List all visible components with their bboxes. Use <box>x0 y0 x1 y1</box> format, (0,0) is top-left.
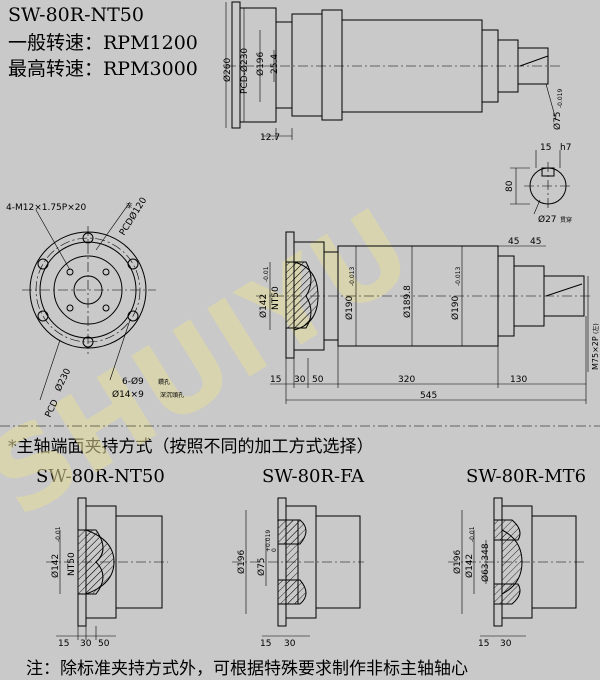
dim-260: Ø260 <box>222 57 233 82</box>
counterbore-label: 深沉頭孔 <box>160 391 184 399</box>
watermark-text: SHUIYU <box>0 184 433 542</box>
dim-196: Ø196 <box>255 51 266 76</box>
tap-depth: 深 <box>126 202 132 210</box>
dim-15: 15 <box>540 143 551 153</box>
footer-note: 注：除标准夹持方式外，可根据特殊要求制作非标主轴轴心 <box>26 659 468 679</box>
mt6-dim-142-tol: -0.01 <box>469 526 476 542</box>
fa-dim-75-tol-low: 0 <box>271 548 278 552</box>
nt50-dim-142: Ø142 <box>50 554 61 578</box>
dim-27: Ø27 <box>538 214 557 225</box>
side-dim-190b: Ø190 <box>450 295 461 320</box>
nt50-label: NT50 <box>67 552 77 576</box>
pcd-120: PCDØ120 <box>117 195 149 237</box>
fa-dim-30: 30 <box>284 639 296 649</box>
mt6-dim-63: Ø63.348 <box>480 543 491 582</box>
clamping-mt6: Ø196 Ø142 -0.01 Ø63.348 15 30 <box>448 497 584 649</box>
nt50-dim-15: 15 <box>58 639 69 649</box>
side-dim-189-8: Ø189.8 <box>402 285 413 318</box>
fa-dim-75-tol: +0.019 <box>265 530 272 552</box>
clamping-nt50: Ø142 -0.01 NT50 15 30 50 <box>46 497 168 649</box>
side-dim-190b-tol: -0.013 <box>455 266 462 286</box>
dim-75-tol: -0.019 <box>557 88 564 108</box>
side-dim-45b: 45 <box>530 237 541 247</box>
side-dim-190a-tol: -0.013 <box>349 266 356 286</box>
fa-dim-75: Ø75 <box>256 557 267 576</box>
clamping-fa: Ø196 Ø75 +0.019 0 15 30 <box>232 497 364 649</box>
dim-80: 80 <box>505 180 515 192</box>
side-dim-30: 30 <box>294 375 306 385</box>
side-dim-190a: Ø190 <box>344 295 355 320</box>
mt6-dim-142: Ø142 <box>464 554 475 578</box>
mt6-dim-15: 15 <box>478 639 489 649</box>
top-view: Ø260 PCD-Ø230 Ø196 25.4 12.7 Ø75 -0.019 <box>222 1 564 143</box>
tap-callout: 4-M12×1.75P×20 <box>6 203 86 213</box>
dim-75: Ø75 <box>552 111 563 130</box>
side-thread: M75×2P <box>591 336 600 370</box>
fa-dim-196: Ø196 <box>236 549 247 574</box>
nt50-dim-50: 50 <box>98 639 110 649</box>
side-dim-320: 320 <box>398 375 415 385</box>
counterbore-callout: Ø14×9 <box>112 389 144 400</box>
watermark: SHUIYU <box>0 184 433 542</box>
side-thread-left: (左) <box>592 323 600 334</box>
option-name-mt6: SW-80R-MT6 <box>466 466 587 487</box>
dim-12-7: 12.7 <box>260 133 280 143</box>
option-name-fa: SW-80R-FA <box>262 466 365 487</box>
side-dim-15: 15 <box>270 375 281 385</box>
fa-dim-15: 15 <box>260 639 271 649</box>
label-through: 贯穿 <box>560 216 572 224</box>
side-dim-142: Ø142 <box>258 294 269 318</box>
mt6-dim-196: Ø196 <box>452 549 463 574</box>
side-nt50: NT50 <box>271 286 281 310</box>
mt6-dim-30: 30 <box>500 639 512 649</box>
dim-h7: h7 <box>560 143 571 153</box>
side-dim-545: 545 <box>420 391 437 401</box>
general-speed: 一般转速：RPM1200 <box>8 32 198 54</box>
option-name-nt50: SW-80R-NT50 <box>36 466 165 487</box>
nt50-dim-30: 30 <box>80 639 92 649</box>
model-title: SW-80R-NT50 <box>8 4 144 26</box>
side-dim-50: 50 <box>312 375 324 385</box>
dim-pcd230: PCD-Ø230 <box>239 48 250 94</box>
dim-25-4: 25.4 <box>270 54 280 74</box>
clamping-heading: *主轴端面夹持方式（按照不同的加工方式选择） <box>8 437 374 457</box>
side-dim-142-tol: -0.01 <box>263 266 270 282</box>
hole-callout: 6-Ø9 <box>122 376 144 387</box>
hole-drill: 鑽孔 <box>158 378 170 386</box>
side-dim-45a: 45 <box>508 237 519 247</box>
shaft-end-detail: 15 h7 80 Ø27 贯穿 <box>505 143 572 225</box>
nt50-dim-142-tol: -0.01 <box>55 526 62 542</box>
side-view: Ø142 -0.01 NT50 Ø190 -0.013 Ø189.8 Ø190 … <box>256 231 600 404</box>
side-dim-130: 130 <box>510 375 527 385</box>
max-speed: 最高转速：RPM3000 <box>8 58 198 80</box>
